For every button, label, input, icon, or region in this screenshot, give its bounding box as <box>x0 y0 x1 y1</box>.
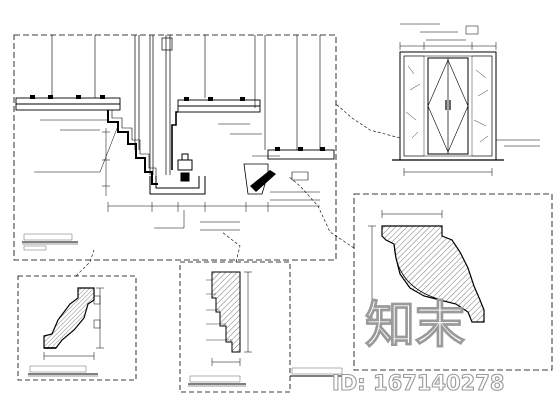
watermark-brand: 知末 <box>365 296 465 354</box>
light-trough <box>149 153 206 195</box>
leader-notes-main <box>34 119 320 231</box>
door-leaves <box>427 57 469 155</box>
ceiling-boards <box>15 97 335 160</box>
molding-detail-1 <box>17 275 137 381</box>
large-cornice-detail <box>290 193 553 377</box>
molding-1-border <box>17 275 137 381</box>
cornice-title <box>290 367 348 377</box>
molding-1-dimensions <box>43 287 104 360</box>
door-elevation-detail <box>392 23 540 176</box>
cornice-border <box>353 193 553 371</box>
main-detail-border <box>13 34 337 261</box>
suspension-clips <box>30 95 325 151</box>
central-column <box>134 35 173 175</box>
molding-2-title <box>188 375 246 387</box>
main-section-detail <box>13 34 337 261</box>
door-notes <box>400 23 540 147</box>
cornice-dimensions <box>368 210 443 323</box>
main-detail-title <box>22 233 78 251</box>
callout-connectors <box>75 103 401 277</box>
stepped-cornice-left <box>107 110 158 185</box>
molding-2-dimensions <box>211 271 252 366</box>
watermark: 知末 ID: 167140278 <box>331 295 505 395</box>
bracket-detail <box>243 163 309 195</box>
stepped-cornice-right <box>171 111 178 170</box>
molding-1-title <box>28 365 98 377</box>
hanger-rods <box>51 35 321 150</box>
molding-1-profile <box>43 287 95 349</box>
molding-2-profile <box>211 271 241 353</box>
door-dimensions <box>399 42 497 176</box>
dimension-lines-main <box>102 128 320 212</box>
marble-side-panels <box>403 55 493 157</box>
watermark-id: ID: 167140278 <box>332 371 504 395</box>
molding-detail-2 <box>179 261 291 393</box>
